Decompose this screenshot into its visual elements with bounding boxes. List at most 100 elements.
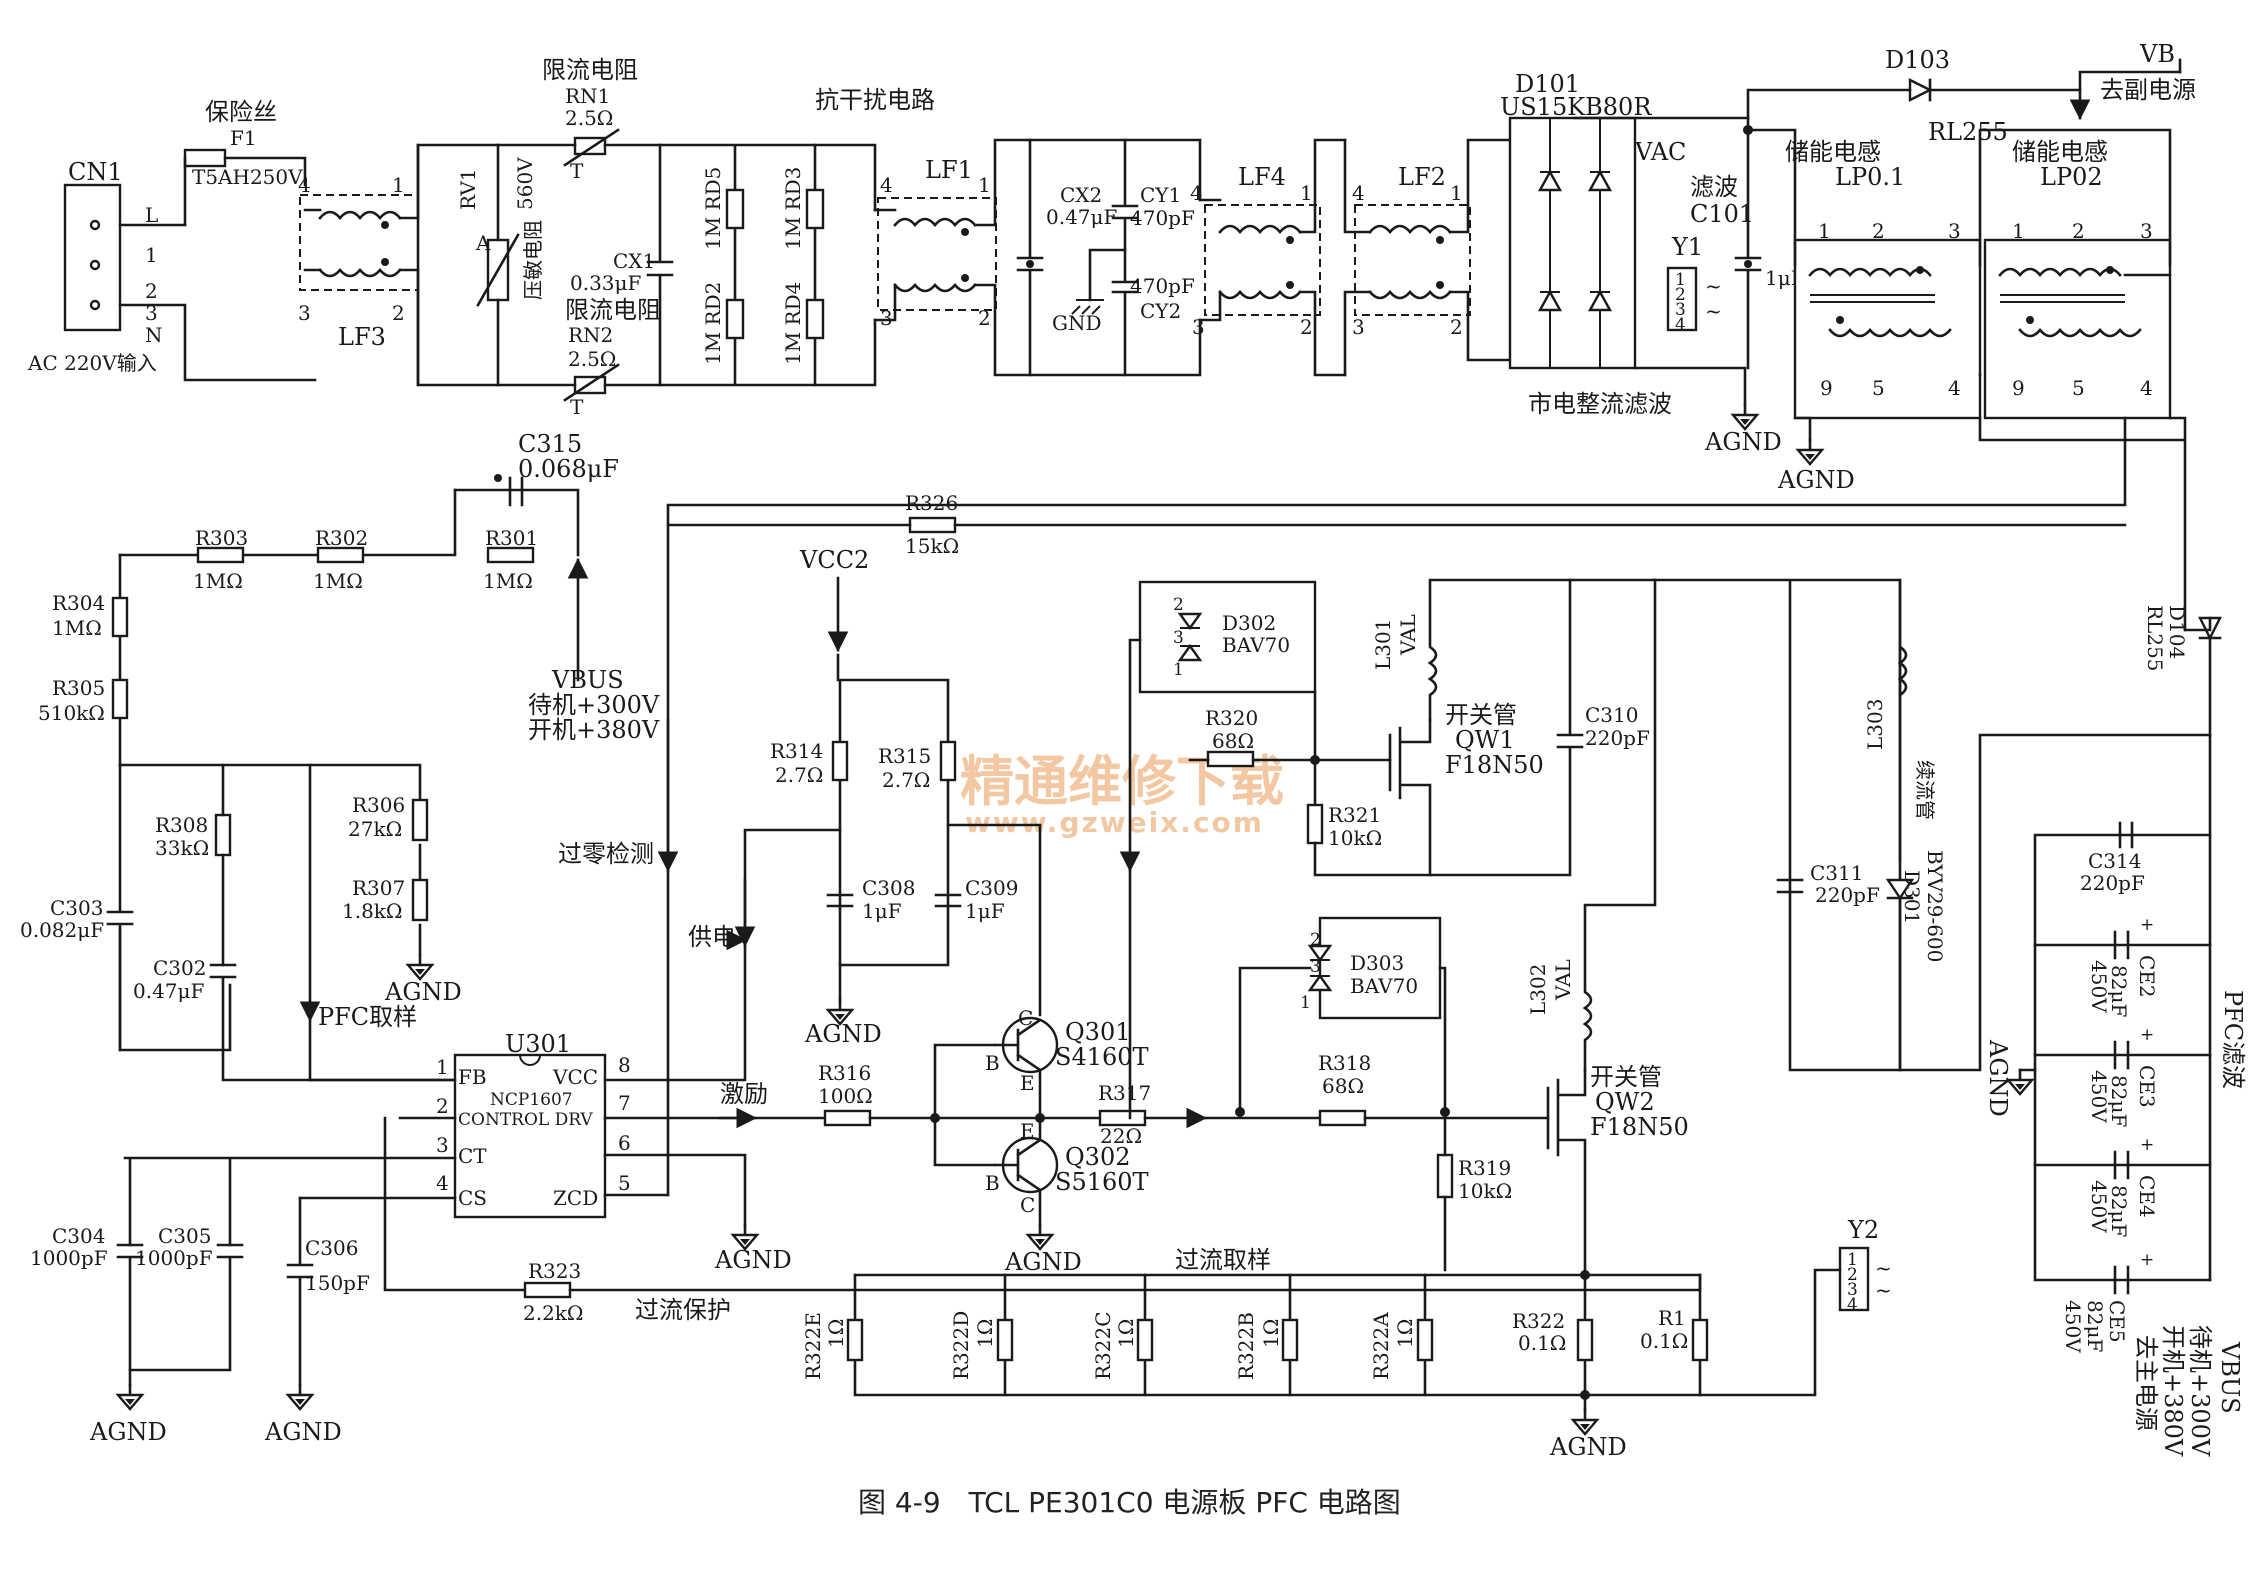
svg-text:+: + bbox=[2140, 1135, 2154, 1155]
svg-text:1000pF: 1000pF bbox=[135, 1246, 213, 1270]
resistor-r315: R315 2.7Ω bbox=[878, 740, 957, 792]
svg-text:~: ~ bbox=[1705, 299, 1722, 323]
svg-text:LF1: LF1 bbox=[925, 156, 973, 184]
capacitor-ce2: + CE2 82μF 450V bbox=[2087, 915, 2159, 1017]
svg-text:5: 5 bbox=[618, 1171, 631, 1195]
svg-text:510kΩ: 510kΩ bbox=[38, 701, 105, 725]
svg-text:C311: C311 bbox=[1810, 861, 1863, 885]
svg-text:AGND: AGND bbox=[1004, 1248, 1082, 1276]
transistor-q301: C B E Q301 S4160T bbox=[985, 1006, 1149, 1120]
svg-text:0.1Ω: 0.1Ω bbox=[1518, 1331, 1566, 1355]
svg-text:T5AH250V: T5AH250V bbox=[192, 165, 303, 189]
svg-text:~: ~ bbox=[1875, 1278, 1892, 1302]
diode-d303: 2 3 1 D303 BAV70 bbox=[1300, 916, 1442, 1020]
svg-text:LP02: LP02 bbox=[2040, 163, 2103, 191]
svg-text:C305: C305 bbox=[158, 1224, 211, 1248]
svg-text:CY1: CY1 bbox=[1140, 183, 1181, 207]
svg-text:VAL: VAL bbox=[1551, 959, 1575, 1001]
bridge-rectifier-d101: D101 US15KB80R 市电整流滤波 bbox=[1500, 70, 1672, 418]
svg-text:1: 1 bbox=[1173, 660, 1184, 680]
svg-text:D104: D104 bbox=[2165, 605, 2189, 659]
svg-text:U301: U301 bbox=[505, 1030, 571, 1058]
svg-text:1Ω: 1Ω bbox=[1259, 1319, 1283, 1348]
svg-text:D303: D303 bbox=[1350, 951, 1404, 975]
svg-text:2: 2 bbox=[145, 279, 158, 303]
svg-text:150pF: 150pF bbox=[305, 1271, 370, 1295]
svg-text:BYV29-600: BYV29-600 bbox=[1923, 850, 1947, 962]
svg-text:1M RD3: 1M RD3 bbox=[781, 167, 805, 250]
supply-label: 供电 bbox=[688, 923, 736, 951]
svg-text:68Ω: 68Ω bbox=[1212, 729, 1254, 753]
svg-text:1: 1 bbox=[436, 1055, 449, 1079]
svg-text:82μF: 82μF bbox=[2107, 965, 2131, 1017]
resistor-r320: R320 68Ω bbox=[1205, 706, 1258, 768]
svg-text:R323: R323 bbox=[528, 1259, 581, 1283]
svg-text:1: 1 bbox=[978, 173, 991, 197]
svg-text:RN1: RN1 bbox=[565, 84, 610, 108]
svg-text:C304: C304 bbox=[52, 1224, 105, 1248]
svg-text:R303: R303 bbox=[195, 526, 248, 550]
zero-cross-label: 过零检测 bbox=[558, 840, 654, 868]
svg-text:3: 3 bbox=[298, 301, 311, 325]
capacitor-cx1: CX1 0.33μF bbox=[570, 143, 674, 387]
svg-text:10kΩ: 10kΩ bbox=[1328, 826, 1382, 850]
capacitor-c310: C310 220pF bbox=[1428, 578, 1650, 877]
capacitor-c303: C303 0.082μF bbox=[20, 763, 134, 1052]
svg-text:ZCD: ZCD bbox=[553, 1186, 598, 1210]
svg-text:220pF: 220pF bbox=[2080, 871, 2145, 895]
svg-text:AGND: AGND bbox=[384, 978, 462, 1006]
svg-text:LF2: LF2 bbox=[1398, 163, 1446, 191]
current-sense-resistors: R322E 1Ω R322D 1Ω R322C 1Ω R322B 1Ω R322… bbox=[801, 1273, 1709, 1397]
svg-text:待机+300V: 待机+300V bbox=[2186, 1325, 2214, 1457]
svg-text:6: 6 bbox=[618, 1131, 631, 1155]
svg-text:R308: R308 bbox=[155, 813, 208, 837]
svg-text:1MΩ: 1MΩ bbox=[193, 569, 243, 593]
svg-text:1M RD4: 1M RD4 bbox=[781, 282, 805, 365]
svg-text:1: 1 bbox=[1847, 1250, 1858, 1270]
svg-text:A: A bbox=[475, 231, 491, 255]
capacitor-c304: C304 1000pF bbox=[30, 1224, 144, 1387]
svg-text:D103: D103 bbox=[1885, 46, 1950, 74]
svg-text:B: B bbox=[985, 1171, 1000, 1195]
svg-text:0.33μF: 0.33μF bbox=[570, 271, 642, 295]
connector-y2: 12 34 ~~ Y2 bbox=[1698, 1216, 1892, 1397]
svg-text:3: 3 bbox=[1948, 219, 1961, 243]
svg-text:0.47μF: 0.47μF bbox=[133, 979, 205, 1003]
svg-text:CN1: CN1 bbox=[68, 158, 123, 186]
svg-text:2.7Ω: 2.7Ω bbox=[775, 763, 823, 787]
svg-text:R304: R304 bbox=[52, 591, 105, 615]
svg-text:US15KB80R: US15KB80R bbox=[1500, 93, 1652, 121]
svg-text:68Ω: 68Ω bbox=[1322, 1074, 1364, 1098]
svg-text:1MΩ: 1MΩ bbox=[52, 616, 102, 640]
svg-text:C315: C315 bbox=[518, 430, 582, 458]
resistor-r323: R323 2.2kΩ bbox=[523, 1259, 584, 1325]
svg-text:RL255: RL255 bbox=[2143, 605, 2167, 672]
svg-text:CS: CS bbox=[458, 1186, 487, 1210]
svg-text:B: B bbox=[985, 1051, 1000, 1075]
svg-text:10kΩ: 10kΩ bbox=[1458, 1179, 1512, 1203]
svg-text:82μF: 82μF bbox=[2083, 1300, 2107, 1352]
svg-text:3: 3 bbox=[1310, 957, 1321, 977]
svg-text:R322B: R322B bbox=[1234, 1312, 1258, 1380]
choke-lf1: 4 1 3 2 LF1 bbox=[877, 156, 997, 330]
svg-text:15kΩ: 15kΩ bbox=[905, 534, 959, 558]
svg-text:4: 4 bbox=[1190, 181, 1203, 205]
excite-label: 激励 bbox=[720, 1080, 768, 1108]
choke-lf2: 4 1 3 2 LF2 bbox=[1352, 163, 1471, 339]
capacitor-c305: C305 1000pF bbox=[128, 1224, 244, 1372]
svg-text:1: 1 bbox=[1675, 270, 1686, 290]
svg-text:FB: FB bbox=[458, 1065, 487, 1089]
capacitor-c306: C306 150pF bbox=[286, 1196, 370, 1387]
svg-text:E: E bbox=[1020, 1071, 1035, 1095]
rectify-label: 市电整流滤波 bbox=[1528, 390, 1672, 418]
svg-text:L301: L301 bbox=[1371, 619, 1395, 670]
svg-text:QW1: QW1 bbox=[1455, 726, 1515, 754]
svg-text:GND: GND bbox=[1052, 311, 1102, 335]
svg-text:2: 2 bbox=[436, 1094, 449, 1118]
svg-text:R314: R314 bbox=[770, 739, 823, 763]
inductor-l301: L301 VAL bbox=[1371, 578, 1657, 722]
vac-label: VAC bbox=[1634, 138, 1686, 166]
svg-text:100Ω: 100Ω bbox=[818, 1084, 873, 1108]
svg-text:220pF: 220pF bbox=[1815, 883, 1880, 907]
svg-text:4: 4 bbox=[1948, 376, 1961, 400]
